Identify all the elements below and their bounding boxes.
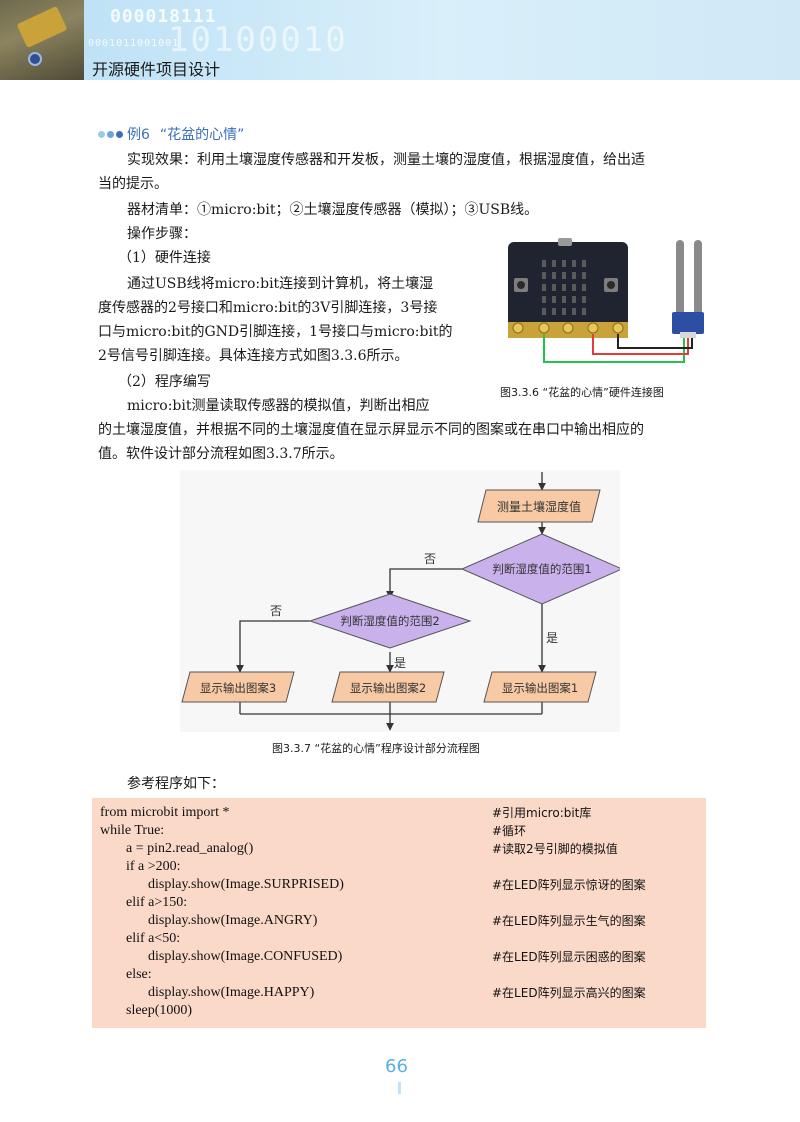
header-band: 000018111 0001011001001 10100010 <box>84 0 800 80</box>
code-comment: #在LED阵列显示高兴的图案 <box>492 986 646 1000</box>
flow-output-3-label: 显示输出图案3 <box>200 681 276 695</box>
code-line: if a >200: <box>126 859 181 874</box>
flow-yes-label-2: 是 <box>394 656 406 670</box>
code-line: display.show(Image.HAPPY) <box>148 985 315 1000</box>
code-line: a = pin2.read_analog() <box>126 841 254 856</box>
example-heading: 例6 “花盆的心情” <box>98 124 244 144</box>
step1-line-4: 2号信号引脚连接。具体连接方式如图3.3.6所示。 <box>98 348 409 364</box>
code-line: display.show(Image.SURPRISED) <box>148 877 344 892</box>
flow-connectors <box>236 472 546 731</box>
photo-knob <box>28 52 42 66</box>
code-comment: #在LED阵列显示困惑的图案 <box>492 950 646 964</box>
code-comment: #读取2号引脚的模拟值 <box>492 842 618 856</box>
code-line: elif a>150: <box>126 895 188 910</box>
page-number: 66 <box>385 1056 408 1077</box>
flowchart-caption: 图3.3.7 “花盆的心情”程序设计部分流程图 <box>272 742 480 755</box>
flow-measure-step: 测量土壤湿度值 <box>477 489 601 523</box>
code-comment: #在LED阵列显示生气的图案 <box>492 914 646 928</box>
code-comment: #循环 <box>492 824 527 838</box>
flow-decision-1-label: 判断湿度值的范围1 <box>492 562 591 576</box>
effect-line-2: 当的提示。 <box>98 176 168 192</box>
code-line: while True: <box>100 823 165 838</box>
example-title: “花盆的心情” <box>159 127 245 143</box>
materials-line: 器材清单：①micro:bit；②土壤湿度传感器（模拟）；③USB线。 <box>127 202 539 218</box>
code-line: elif a<50: <box>126 931 181 946</box>
flow-no-label-1: 否 <box>424 552 436 566</box>
step2-title: （2）程序编写 <box>118 374 211 390</box>
photo-board <box>16 5 68 49</box>
code-block: from microbit import * while True: a = p… <box>92 798 706 1028</box>
flow-decision-2-label: 判断湿度值的范围2 <box>340 614 439 628</box>
connection-wires <box>543 334 693 363</box>
flow-measure-label: 测量土壤湿度值 <box>497 499 581 514</box>
step2-line-2: 的土壤湿度值，并根据不同的土壤湿度值在显示屏显示不同的图案或在串口中输出相应的 <box>98 422 644 438</box>
flow-output-2-label: 显示输出图案2 <box>350 681 426 695</box>
header-photo <box>0 0 84 80</box>
example-number: 例6 <box>127 127 150 143</box>
effect-line-1: 实现效果：利用土壤湿度传感器和开发板，测量土壤的湿度值，根据湿度值，给出适 <box>127 152 645 168</box>
code-line: display.show(Image.ANGRY) <box>148 913 318 928</box>
step2-line-1: micro:bit测量读取传感器的模拟值，判断出相应 <box>127 398 430 414</box>
code-comment: #在LED阵列显示惊讶的图案 <box>492 878 646 892</box>
page-header: 000018111 0001011001001 10100010 开源硬件项目设… <box>0 0 800 80</box>
code-line: sleep(1000) <box>126 1003 193 1018</box>
step2-line-3: 值。软件设计部分流程如图3.3.7所示。 <box>98 446 344 462</box>
microbit-board <box>508 238 628 338</box>
code-line: from microbit import * <box>100 805 230 820</box>
heading-dots-icon <box>98 130 123 138</box>
hardware-connection-figure <box>500 236 706 376</box>
page-number-tick <box>398 1082 401 1094</box>
header-title: 开源硬件项目设计 <box>92 60 221 79</box>
figure1-caption: 图3.3.6 “花盆的心情”硬件连接图 <box>500 386 664 399</box>
code-line: else: <box>126 967 152 982</box>
step1-line-1: 通过USB线将micro:bit连接到计算机，将土壤湿 <box>127 276 434 292</box>
flow-output-1-label: 显示输出图案1 <box>502 681 578 695</box>
header-binary-digits: 000018111 <box>110 6 217 27</box>
flow-yes-label-1: 是 <box>546 631 558 645</box>
step1-line-2: 度传感器的2号接口和micro:bit的3V引脚连接，3号接 <box>98 300 438 316</box>
flow-no-label-2: 否 <box>270 604 282 618</box>
header-binary-wide: 10100010 <box>168 20 348 60</box>
steps-label: 操作步骤： <box>127 226 197 242</box>
flow-decision-2: 判断湿度值的范围2 <box>308 593 472 649</box>
flowchart: 测量土壤湿度值 判断湿度值的范围1 判断湿度值的范围2 显示输出图案3 显示输出… <box>180 470 620 732</box>
flow-output-1: 显示输出图案1 <box>483 671 597 703</box>
flow-output-3: 显示输出图案3 <box>181 671 295 703</box>
code-comment: #引用micro:bit库 <box>492 806 592 820</box>
step1-line-3: 口与micro:bit的GND引脚连接，1号接口与micro:bit的 <box>98 324 453 340</box>
step1-title: （1）硬件连接 <box>118 250 211 266</box>
code-line: display.show(Image.CONFUSED) <box>148 949 343 964</box>
soil-sensor <box>672 240 704 338</box>
flow-decision-1: 判断湿度值的范围1 <box>460 533 620 605</box>
flow-output-2: 显示输出图案2 <box>331 671 445 703</box>
header-binary-small: 0001011001001 <box>88 38 180 49</box>
ref-program-label: 参考程序如下： <box>127 776 225 792</box>
